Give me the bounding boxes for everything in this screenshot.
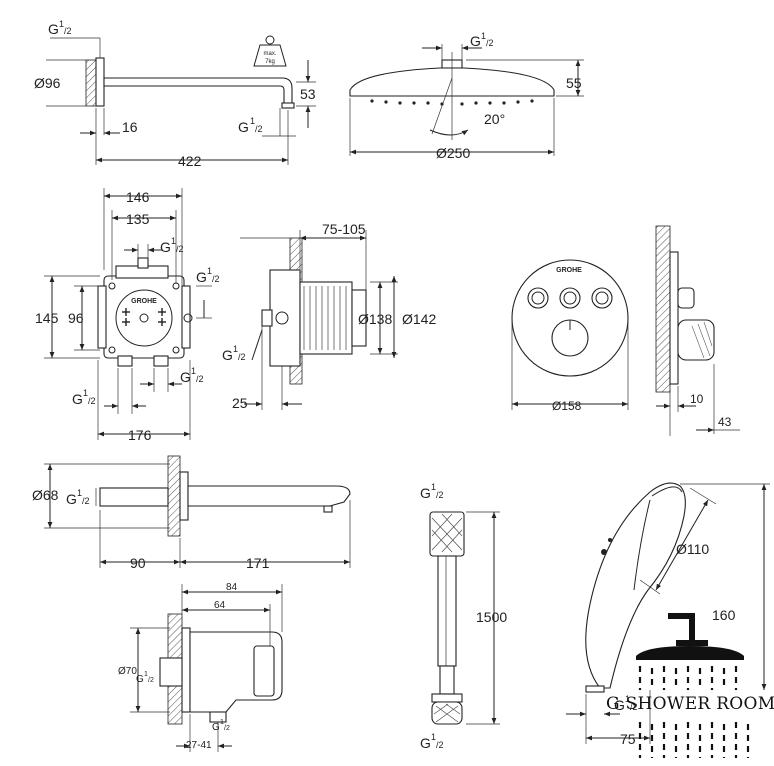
watermark-letter: G <box>606 694 620 714</box>
spout-len-171: 171 <box>246 555 270 571</box>
spout-thread-letter: G <box>66 491 77 507</box>
wall-outlet-view: 84 64 Ø70 G 1 /2 G 1 /2 27-41 <box>118 582 283 752</box>
hose-thread-top-sub: /2 <box>436 490 444 500</box>
control-side-10: 10 <box>690 392 704 406</box>
outlet-diameter: Ø70 <box>118 666 137 677</box>
concealed-box-side-view: 75-105 G 1 /2 Ø138 Ø142 25 <box>222 221 436 411</box>
control-side-43: 43 <box>718 415 732 429</box>
outlet-thread-side-sup: 1 <box>144 671 148 678</box>
spout-thread-sup: 1 <box>77 488 82 498</box>
side-thread-sup: 1 <box>233 344 238 354</box>
hand-shower-view: Ø110 160 G 1 /2 75 <box>566 482 770 747</box>
box-thread-right-sup: 1 <box>207 266 212 276</box>
box-thread-top-sup: 1 <box>171 236 176 246</box>
side-length-25: 25 <box>232 395 248 411</box>
box-width-176: 176 <box>128 427 152 443</box>
hand-shower-thread-sup: 1 <box>625 694 630 704</box>
arm-len-16: 16 <box>122 119 138 135</box>
shower-head-logo-icon <box>636 613 750 758</box>
arm-thread-top-sub: /2 <box>64 26 72 36</box>
box-thread-right-sub: /2 <box>212 274 220 284</box>
hand-shower-thread-sub: /2 <box>630 702 638 712</box>
spout-len-90: 90 <box>130 555 146 571</box>
head-diameter: Ø250 <box>436 145 470 161</box>
box-thread-bl-sub: /2 <box>88 396 96 406</box>
outlet-thread-side-letter: G <box>136 674 144 685</box>
head-thread-sub: /2 <box>486 38 494 48</box>
arm-thread-top-letter: G <box>48 21 59 37</box>
head-angle: 20° <box>484 111 505 127</box>
head-thread-sup: 1 <box>481 31 486 41</box>
outlet-thread-bottom-sub: /2 <box>224 725 230 732</box>
outlet-width-64: 64 <box>214 600 226 611</box>
hose-length: 1500 <box>476 609 507 625</box>
side-thread-sub: /2 <box>238 352 246 362</box>
control-logo: GROHE <box>556 267 582 274</box>
control-plate-side-view: 10 43 <box>655 225 740 436</box>
control-diameter: Ø158 <box>552 399 582 413</box>
outlet-thread-bottom-sup: 1 <box>220 719 224 726</box>
arm-thread-top-sup: 1 <box>59 19 64 29</box>
concealed-box-front-view: GROHE 146 135 G 1 /2 <box>35 188 220 443</box>
hose-thread-bottom-letter: G <box>420 735 431 751</box>
box-thread-top-sub: /2 <box>176 244 184 254</box>
shower-head-view: G 1 /2 55 20° Ø250 <box>349 31 584 161</box>
box-width-146: 146 <box>126 189 150 205</box>
box-height-145: 145 <box>35 310 59 326</box>
box-thread-br-sub: /2 <box>196 374 204 384</box>
arm-diameter: Ø96 <box>34 75 61 91</box>
arm-thread-end-sub: /2 <box>255 124 263 134</box>
weight-label-kg: 7kg <box>265 59 275 65</box>
outlet-thread-side-sub: /2 <box>148 677 154 684</box>
outlet-thread-bottom-letter: G <box>212 722 220 733</box>
hand-shower-len-160: 160 <box>712 607 736 623</box>
arm-drop-53: 53 <box>300 86 316 102</box>
box-width-135: 135 <box>126 211 150 227</box>
hose-thread-top-letter: G <box>420 485 431 501</box>
hand-shower-len-75: 75 <box>620 731 636 747</box>
control-plate-front-view: GROHE Ø158 <box>511 259 629 413</box>
box-thread-bl-sup: 1 <box>83 388 88 398</box>
head-thread-letter: G <box>470 33 481 49</box>
arm-len-422: 422 <box>178 153 202 169</box>
head-height: 55 <box>566 75 582 91</box>
side-diameter-138: Ø138 <box>358 311 392 327</box>
hose-thread-bottom-sub: /2 <box>436 740 444 750</box>
box-logo: GROHE <box>131 298 157 305</box>
box-height-96: 96 <box>68 310 84 326</box>
side-diameter-142: Ø142 <box>402 311 436 327</box>
outlet-range: 27-41 <box>186 740 212 751</box>
box-thread-br-letter: G <box>180 369 191 385</box>
box-thread-top-letter: G <box>160 239 171 255</box>
bath-spout-view: Ø68 G 1 /2 90 171 <box>32 455 351 571</box>
box-thread-right-letter: G <box>196 269 207 285</box>
arm-thread-end-sup: 1 <box>250 116 255 126</box>
weight-label-max: max. <box>263 51 276 57</box>
hand-shower-thread-letter: G <box>614 697 625 713</box>
box-thread-br-sup: 1 <box>191 366 196 376</box>
hand-shower-diameter: Ø110 <box>676 541 709 557</box>
watermark-text: G SHOWER ROOM <box>606 694 774 714</box>
arm-thread-end-letter: G <box>238 119 249 135</box>
shower-room-watermark: G SHOWER ROOM <box>606 610 774 761</box>
spout-diameter: Ø68 <box>32 487 59 503</box>
watermark-brand: SHOWER ROOM <box>625 694 774 714</box>
weight-icon: max. 7kg <box>253 35 287 67</box>
side-depth-75-105: 75-105 <box>322 221 366 237</box>
box-thread-bl-letter: G <box>72 391 83 407</box>
side-thread-letter: G <box>222 347 233 363</box>
outlet-width-84: 84 <box>226 582 238 593</box>
spout-thread-sub: /2 <box>82 496 90 506</box>
hose-thread-top-sup: 1 <box>431 482 436 492</box>
hose-thread-bottom-sup: 1 <box>431 732 436 742</box>
shower-arm-view: max. 7kg G 1 /2 Ø96 16 422 53 G 1 /2 <box>34 19 316 169</box>
shower-hose-view: G 1 /2 1500 G 1 /2 <box>420 482 507 751</box>
